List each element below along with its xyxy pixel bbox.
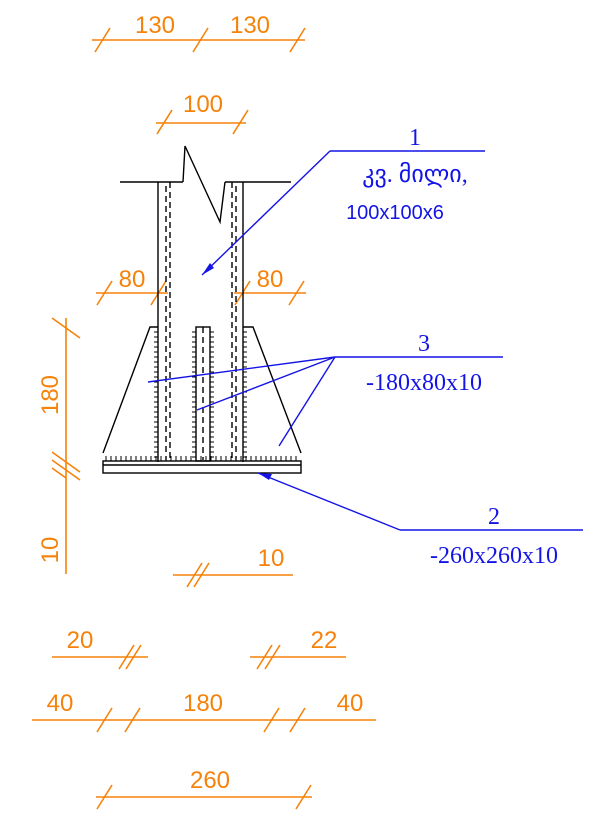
callout-column-line1: კვ. მილი, xyxy=(362,161,467,188)
callout-base-plate: 2 -260x260x10 xyxy=(257,472,583,569)
callout-rib-number: 3 xyxy=(418,331,430,357)
dim-edge-right: 40 xyxy=(337,690,364,717)
stiffener-ribs xyxy=(102,326,302,462)
callout-column: 1 კვ. მილი, 100x100x6 xyxy=(201,125,485,276)
dimension-edges: 40 180 40 xyxy=(32,690,376,733)
dim-column-width: 100 xyxy=(183,91,223,118)
dim-rib-thickness: 10 xyxy=(258,545,285,572)
dim-overall: 260 xyxy=(190,767,230,794)
dim-middle: 180 xyxy=(183,690,223,717)
dimension-vertical: 180 10 xyxy=(37,317,81,574)
column-section xyxy=(120,145,291,462)
dimension-gaps: 20 22 xyxy=(52,627,346,670)
callout-rib-spec: -180x80x10 xyxy=(366,370,482,396)
dimension-rib-thickness: 10 xyxy=(173,545,293,588)
dim-left-offset: 80 xyxy=(119,266,146,293)
callout-rib: 3 -180x80x10 xyxy=(147,331,503,447)
dim-top-left: 130 xyxy=(135,12,175,39)
callout-base-plate-spec: -260x260x10 xyxy=(430,543,558,569)
callout-column-number: 1 xyxy=(409,125,421,151)
dim-right-offset: 80 xyxy=(257,266,284,293)
dimension-overall: 260 xyxy=(96,767,312,810)
dim-rib-height: 180 xyxy=(37,375,64,415)
dim-gap-left: 20 xyxy=(67,627,94,654)
dim-plate-thickness: 10 xyxy=(37,537,64,564)
dimension-top-130-130: 130 130 xyxy=(92,12,306,53)
base-plate xyxy=(102,460,302,474)
dim-gap-right: 22 xyxy=(311,627,338,654)
dimension-column-width: 100 xyxy=(156,91,249,135)
dimension-offsets-80: 80 80 xyxy=(96,266,306,306)
dim-edge-left: 40 xyxy=(47,690,74,717)
callout-column-line2: 100x100x6 xyxy=(346,202,444,224)
callout-base-plate-number: 2 xyxy=(488,504,500,530)
dim-top-right: 130 xyxy=(230,12,270,39)
weld-marks xyxy=(105,331,297,461)
